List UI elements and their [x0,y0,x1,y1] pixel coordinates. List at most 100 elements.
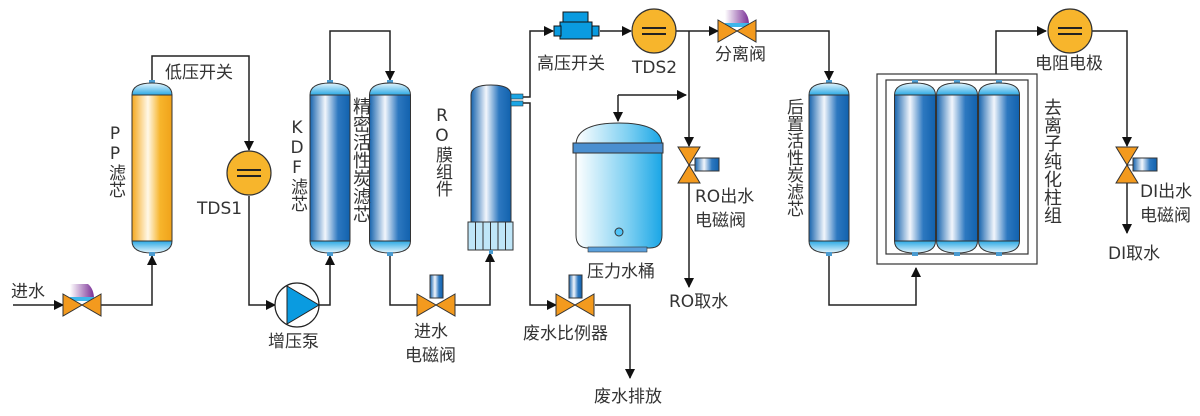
label-inlet-solenoid-1: 进水 [414,322,448,342]
switch-port-left [553,25,562,37]
label-post-carbon-filter: 后置活性炭滤芯 [783,98,803,217]
filter-port [912,80,918,84]
valve-left-triangle [555,293,576,317]
label-ro-outlet-solenoid-2: 电磁阀 [695,211,746,231]
high-pressure-switch [553,11,600,40]
filter-port [826,80,832,84]
pipe-to-pp [101,255,157,306]
filter-top-cap [935,82,979,96]
label-pressure-tank: 压力水桶 [587,262,655,282]
label-booster-pump: 增压泵 [268,332,319,352]
filter-body [309,94,351,242]
label-waste-discharge: 废水排放 [594,387,662,407]
filter-port [149,80,155,84]
pipe-kdf-to-carbon [329,30,395,83]
di-outlet-solenoid-valve [1115,146,1158,184]
filter-body [894,94,936,242]
inlet-solenoid-valve [416,274,456,317]
pipe-pump-to-kdf [319,255,335,306]
switch-port-right [591,25,600,37]
filter-port [327,80,333,84]
components [62,8,1158,328]
filter-port [327,252,333,256]
tank-port [614,227,624,237]
filter-body [369,94,411,242]
kdf-filter [309,80,351,256]
label-tds1: TDS1 [197,199,243,219]
solenoid-coil-icon [1132,157,1158,172]
waste-ratio-valve [555,274,595,317]
resistivity-electrode-sensor [1047,8,1093,54]
label-ro-outlet-solenoid-1: RO出水 [695,187,755,207]
ro-concentrate-port [510,100,524,107]
post-carbon-filter [808,80,850,256]
valve-right-triangle [435,293,456,317]
tank-base [587,246,648,253]
filter-body [808,94,850,242]
valve-top-triangle [1115,146,1139,166]
pipe-post-carbon-to-di [828,253,921,306]
pipe-pp-to-tds1 [151,55,254,151]
valve-left-triangle [717,19,738,43]
label-di-outlet-solenoid-2: 电磁阀 [1140,206,1191,226]
filter-port [954,252,960,256]
filter-port [954,80,960,84]
di-column-2 [935,80,979,256]
ro-outlet-solenoid-valve [677,146,720,184]
ro-permeate-port [510,93,524,100]
sensor-body [631,8,677,54]
filter-body [936,94,978,242]
di-column-1 [893,80,937,256]
label-high-pressure-switch: 高压开关 [537,54,605,74]
filter-top-cap [131,82,173,96]
filter-top-cap [893,82,937,96]
label-low-pressure-switch: 低压开关 [165,63,233,83]
solenoid-coil-icon [568,274,583,299]
filter-body [131,94,173,242]
label-ro-membrane: RO膜组件 [432,106,452,197]
booster-pump [274,282,320,328]
pump-icon [286,285,320,325]
pipe-di-to-electrode [995,26,1047,74]
sensor-body [226,150,272,196]
label-kdf-filter: KDF滤芯 [287,118,307,212]
manual-handle-icon [725,10,749,27]
label-di-outlet-solenoid-1: DI出水 [1140,182,1193,202]
label-resistivity-electrode: 电阻电极 [1035,54,1103,74]
filter-bottom-cap [309,240,351,254]
filter-port [826,252,832,256]
di-column-3 [977,80,1021,256]
handle-base [70,297,94,301]
filter-port [996,80,1002,84]
filter-bottom-cap [131,240,173,254]
ro-port [489,250,493,254]
tds2-sensor [631,8,677,54]
filter-bottom-cap [808,240,850,254]
filter-port [387,80,393,84]
handle-base [725,23,749,27]
switch-top [562,11,589,23]
label-pp-filter: PP滤芯 [105,124,125,198]
filter-top-cap [309,82,351,96]
ro-membrane-module [467,84,524,254]
label-di-column-group: 去离子纯化柱组 [1041,98,1062,224]
tds1-sensor [226,150,272,196]
valve-right-triangle [81,293,102,317]
filter-port [387,252,393,256]
pipes [13,26,1132,379]
filter-bottom-cap [368,240,412,254]
pipe-ro-waste [523,102,557,310]
pipe-tds1-to-pump [248,196,276,310]
label-tds2: TDS2 [632,58,678,78]
label-precision-carbon-filter: 精密活性炭滤芯 [350,97,371,223]
filter-top-cap [977,82,1021,96]
label-inlet: 进水 [11,282,45,302]
pipe-electrode-to-di-valve [1092,30,1132,147]
switch-body [559,21,593,40]
inlet-manual-valve [62,284,102,317]
valve-right-triangle [736,19,757,43]
tank-body [575,122,663,249]
pipe-ro-to-hp-switch [523,26,554,98]
